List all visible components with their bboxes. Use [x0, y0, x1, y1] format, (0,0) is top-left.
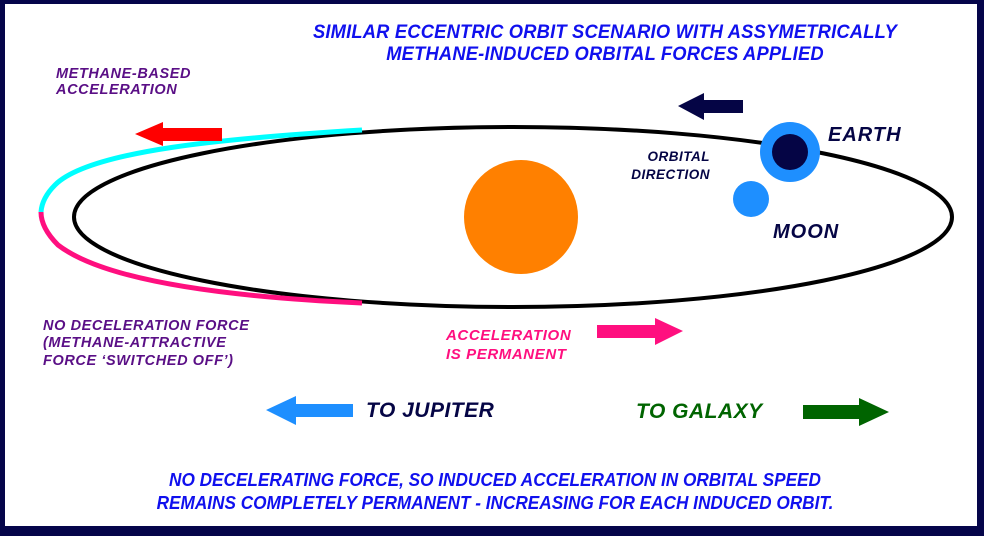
earth-core — [772, 134, 808, 170]
acceleration-permanent-line-1: ACCELERATION — [446, 327, 572, 344]
diagram-title: SIMILAR ECCENTRIC ORBIT SCENARIO WITH AS… — [253, 21, 958, 66]
methane-acceleration-line-1: METHANE-BASED — [56, 66, 192, 82]
acceleration-permanent-label: ACCELERATION IS PERMANENT — [446, 327, 571, 365]
no-deceleration-line-2: (METHANE-ATTRACTIVE — [43, 335, 227, 352]
title-line-2: METHANE-INDUCED ORBITAL FORCES APPLIED — [386, 42, 824, 65]
to-galaxy-label: TO GALAXY — [636, 400, 763, 423]
acceleration-permanent-line-2: IS PERMANENT — [446, 345, 567, 363]
no-deceleration-label: NO DECELERATION FORCE (METHANE-ATTRACTIV… — [43, 318, 249, 370]
to-galaxy-arrow-icon — [803, 398, 889, 426]
earth-label: EARTH — [828, 124, 902, 146]
sun — [464, 160, 578, 274]
to-jupiter-arrow-icon — [266, 396, 353, 425]
footer-line-2: REMAINS COMPLETELY PERMANENT - INCREASIN… — [156, 492, 834, 514]
frame-border-left — [0, 0, 5, 536]
methane-acceleration-label: METHANE-BASED ACCELERATION — [56, 66, 191, 98]
orbit-ellipse — [72, 125, 954, 309]
title-line-1: SIMILAR ECCENTRIC ORBIT SCENARIO WITH AS… — [312, 21, 898, 43]
moon-label: MOON — [773, 221, 840, 243]
frame-border-bottom — [0, 526, 984, 536]
acceleration-permanent-arrow-icon — [597, 318, 683, 345]
methane-acceleration-arrow-icon — [135, 122, 222, 146]
diagram-footer: NO DECELERATING FORCE, SO INDUCED ACCELE… — [53, 468, 937, 514]
orbital-direction-line-1: ORBITAL — [647, 149, 710, 164]
no-deceleration-line-3: FORCE ‘SWITCHED OFF’) — [43, 352, 234, 369]
accelerated-path — [38, 127, 363, 213]
no-deceleration-line-1: NO DECELERATION FORCE — [43, 318, 250, 334]
to-jupiter-label: TO JUPITER — [366, 399, 495, 422]
orbital-direction-line-2: DIRECTION — [631, 166, 710, 182]
frame-border-top — [0, 0, 984, 4]
methane-acceleration-line-2: ACCELERATION — [56, 82, 178, 99]
orbital-direction-label: ORBITAL DIRECTION — [620, 148, 710, 183]
orbital-direction-arrow-icon — [678, 93, 743, 120]
frame-border-right — [977, 0, 984, 536]
coasting-path — [38, 211, 363, 306]
footer-line-1: NO DECELERATING FORCE, SO INDUCED ACCELE… — [169, 469, 821, 490]
moon — [733, 181, 769, 217]
